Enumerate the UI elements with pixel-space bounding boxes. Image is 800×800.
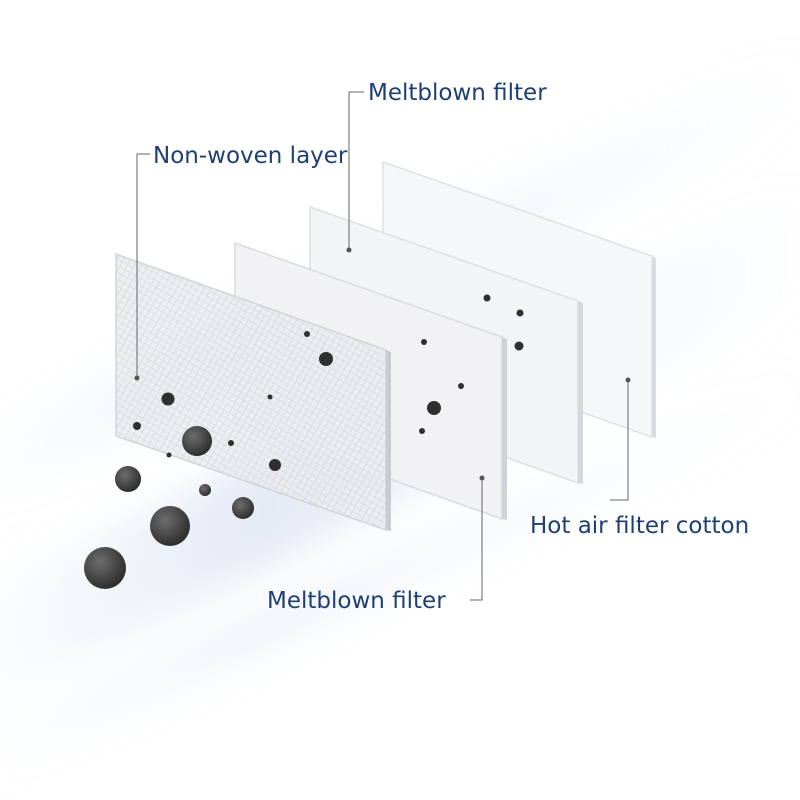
leader-lines [134,91,631,601]
leader-hot-air [610,380,629,501]
label-meltblown-filter-bottom: Meltblown filter [267,588,446,614]
particles [84,426,254,589]
leader-meltblown-bottom [470,478,483,601]
layer-non-woven [115,252,391,532]
leader-meltblown-top [348,91,364,250]
label-meltblown-filter-top: Meltblown filter [368,80,547,106]
leader-non-woven [136,153,150,378]
label-hot-air-filter-cotton: Hot air filter cotton [530,513,750,539]
label-non-woven-layer: Non-woven layer [153,143,348,169]
